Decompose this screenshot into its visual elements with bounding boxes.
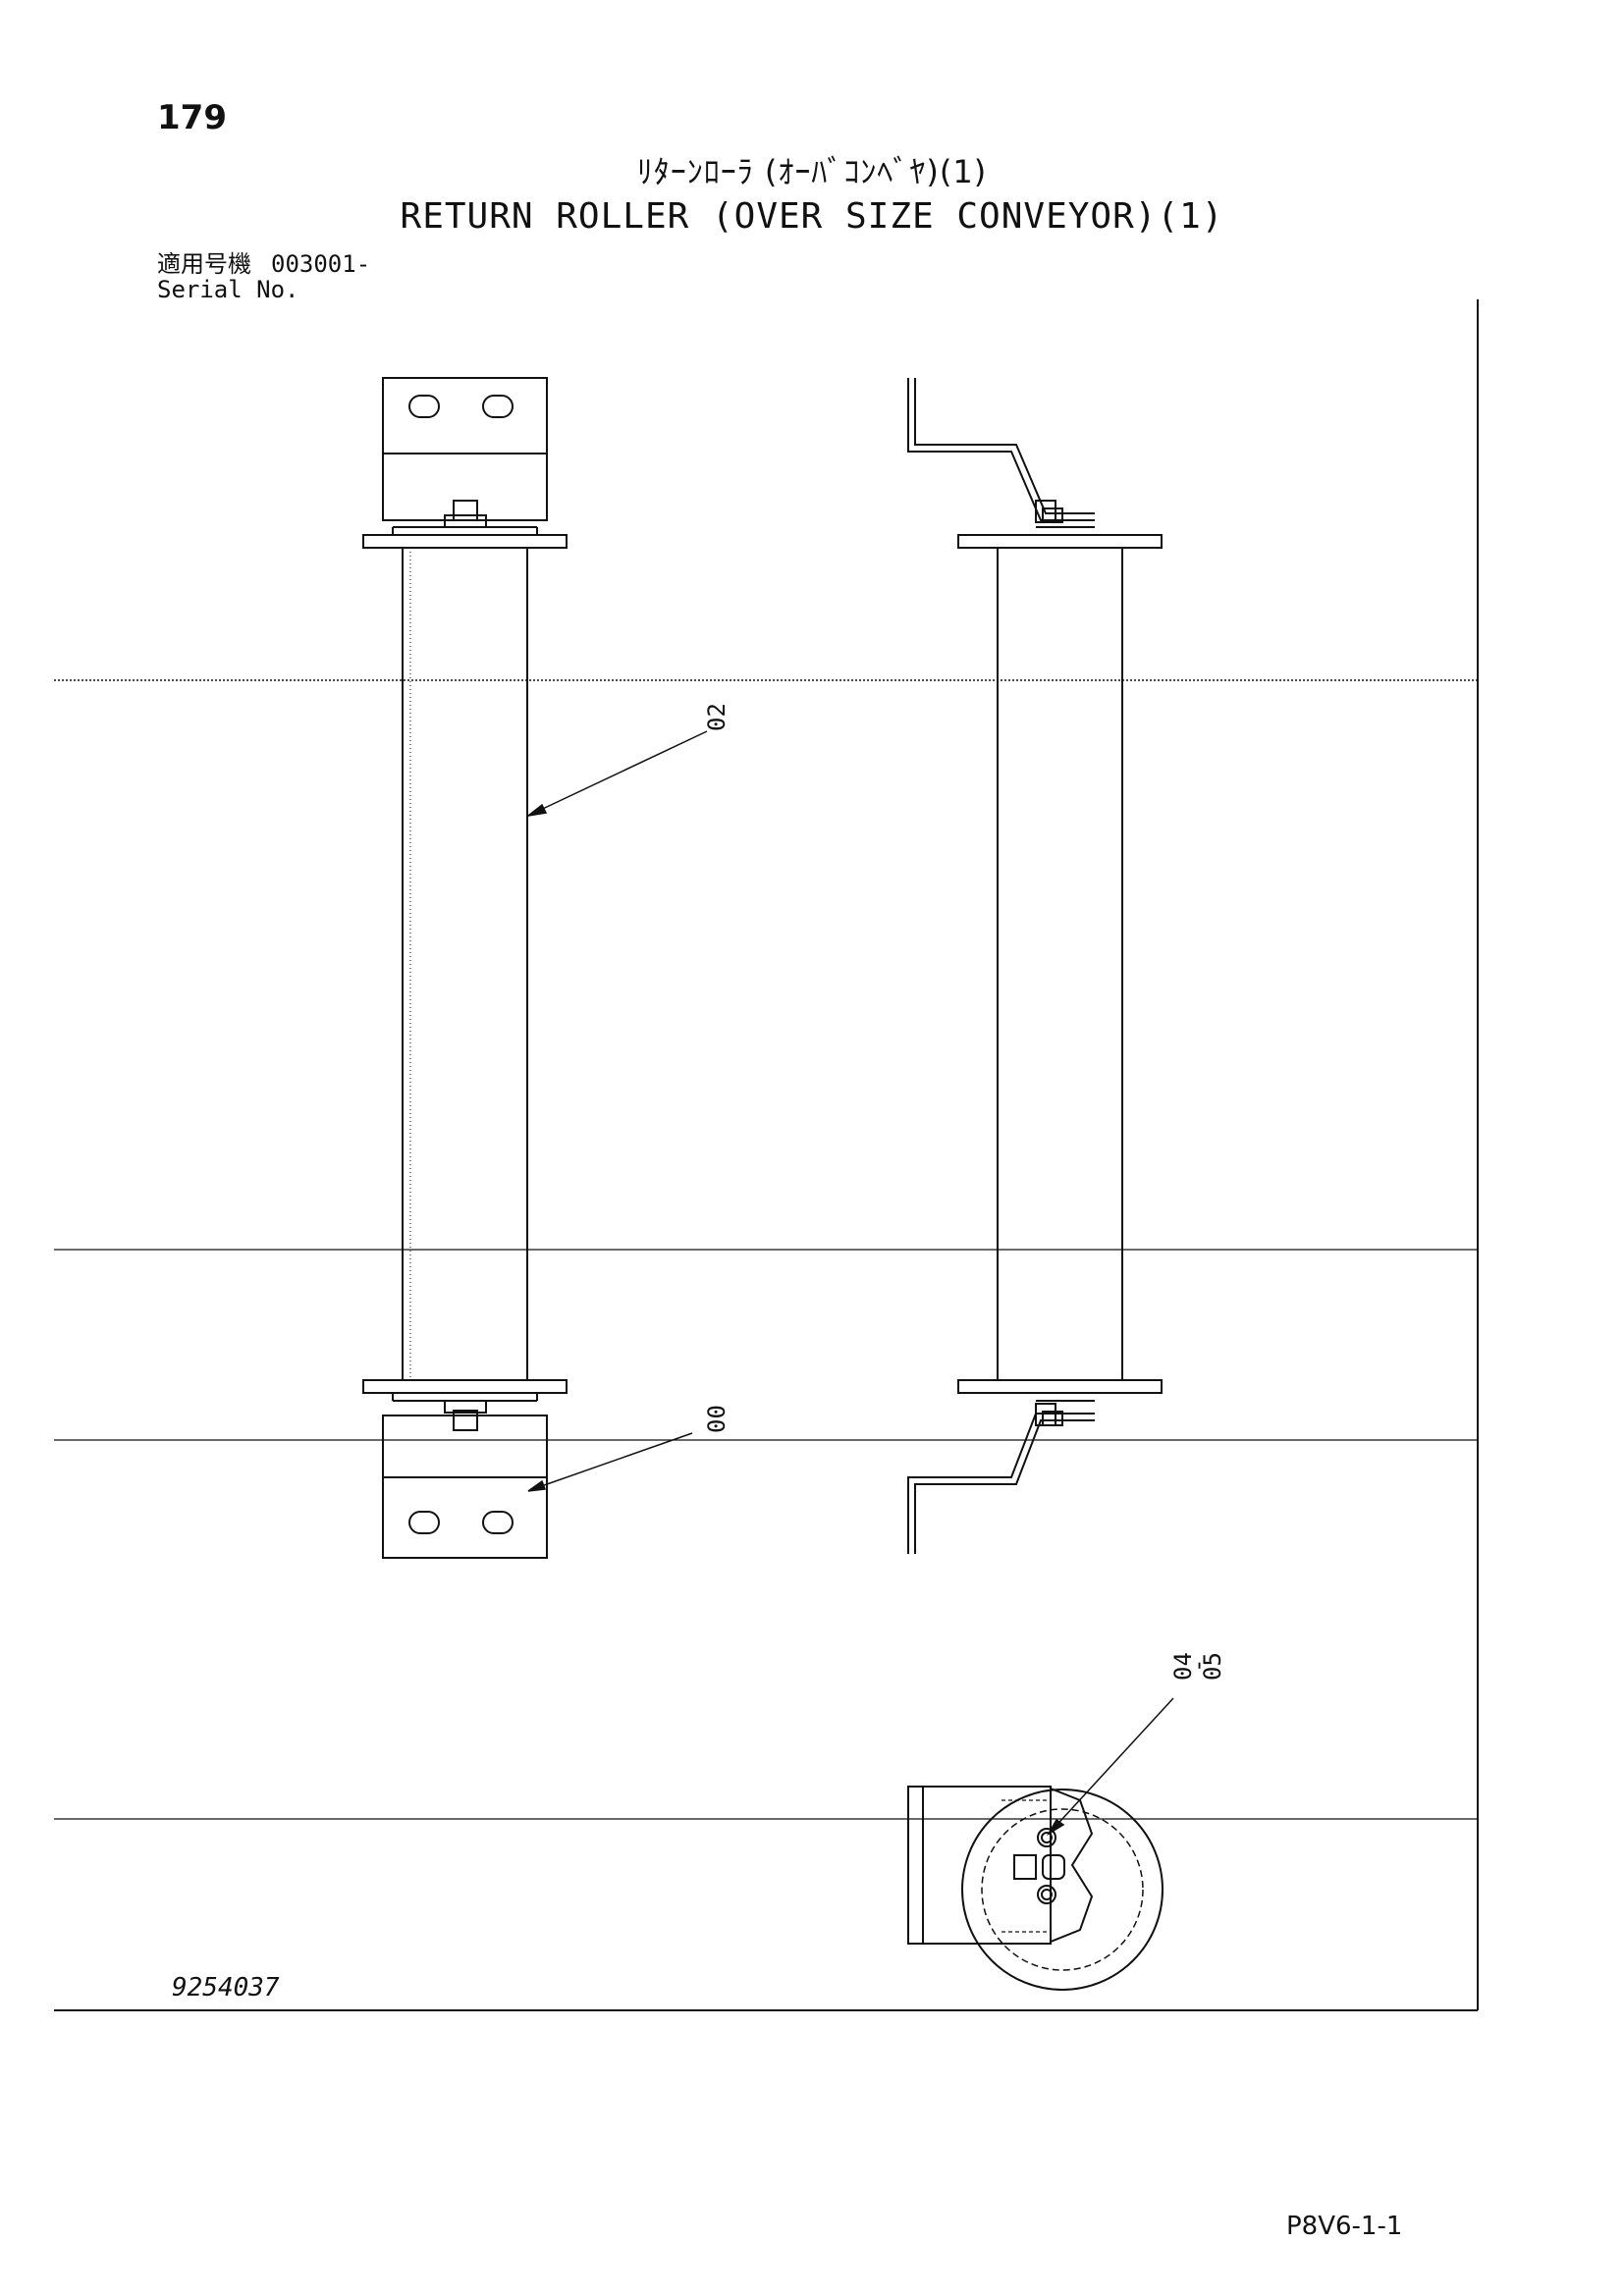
leader-roller-tube xyxy=(529,730,708,816)
serial-label-japanese: 適用号機 xyxy=(157,250,251,278)
side-view xyxy=(907,378,1163,1554)
drawing-number: 9254037 xyxy=(172,1973,280,2002)
callout-bolt-dash: - xyxy=(1184,1659,1212,1673)
callout-bracket: 00 xyxy=(703,1405,731,1433)
serial-label-english: Serial No. xyxy=(157,276,299,303)
callout-bolt-b: 05 xyxy=(1199,1652,1226,1681)
page-code: P8V6-1-1 xyxy=(1286,2212,1403,2241)
callout-bolt-a: 04 xyxy=(1169,1652,1197,1681)
end-view xyxy=(907,1786,1164,1991)
serial-block: 適用号機 003001- Serial No. xyxy=(157,251,370,302)
front-view xyxy=(362,377,568,1559)
title-english: RETURN ROLLER (OVER SIZE CONVEYOR)(1) xyxy=(400,196,1224,237)
serial-value: 003001- xyxy=(271,250,371,278)
callout-roller-tube: 02 xyxy=(703,703,731,731)
title-japanese: ﾘﾀｰﾝﾛｰﾗ (ｵｰﾊﾞｺﾝﾍﾞﾔ)(1) xyxy=(636,153,988,190)
leader-bracket xyxy=(529,1432,693,1491)
page-number: 179 xyxy=(157,98,227,137)
leader-bolt xyxy=(1050,1697,1174,1833)
